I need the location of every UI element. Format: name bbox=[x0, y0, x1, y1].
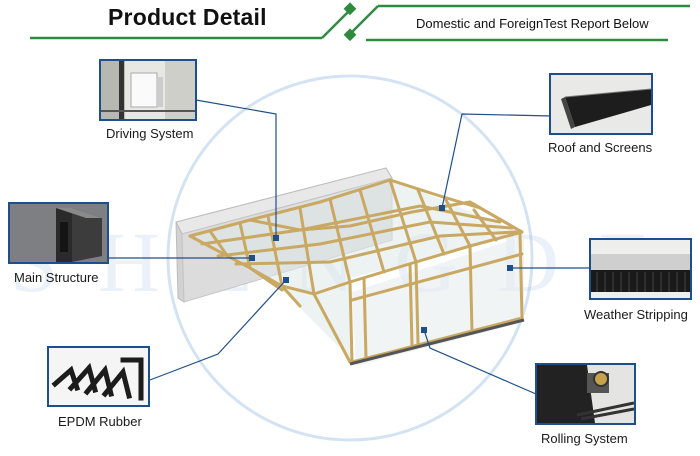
driving-system-thumbnail bbox=[99, 59, 197, 121]
main-structure-label: Main Structure bbox=[14, 270, 99, 285]
weather-stripping-label: Weather Stripping bbox=[584, 307, 688, 322]
header-rule bbox=[30, 2, 690, 42]
epdm-rubber-label: EPDM Rubber bbox=[58, 414, 142, 429]
page-title: Product Detail bbox=[108, 4, 267, 30]
weather-stripping-thumbnail bbox=[589, 238, 692, 300]
epdm-rubber-thumbnail bbox=[47, 346, 150, 407]
roof-and-screens-thumbnail bbox=[549, 73, 653, 135]
roof-and-screens-label: Roof and Screens bbox=[548, 140, 653, 155]
page-subtitle: Domestic and ForeignTest Report Below bbox=[416, 16, 649, 31]
rolling-system-thumbnail bbox=[535, 363, 636, 425]
rolling-system-label: Rolling System bbox=[541, 431, 628, 446]
driving-system-label: Driving System bbox=[106, 126, 194, 141]
main-structure-thumbnail bbox=[8, 202, 109, 264]
